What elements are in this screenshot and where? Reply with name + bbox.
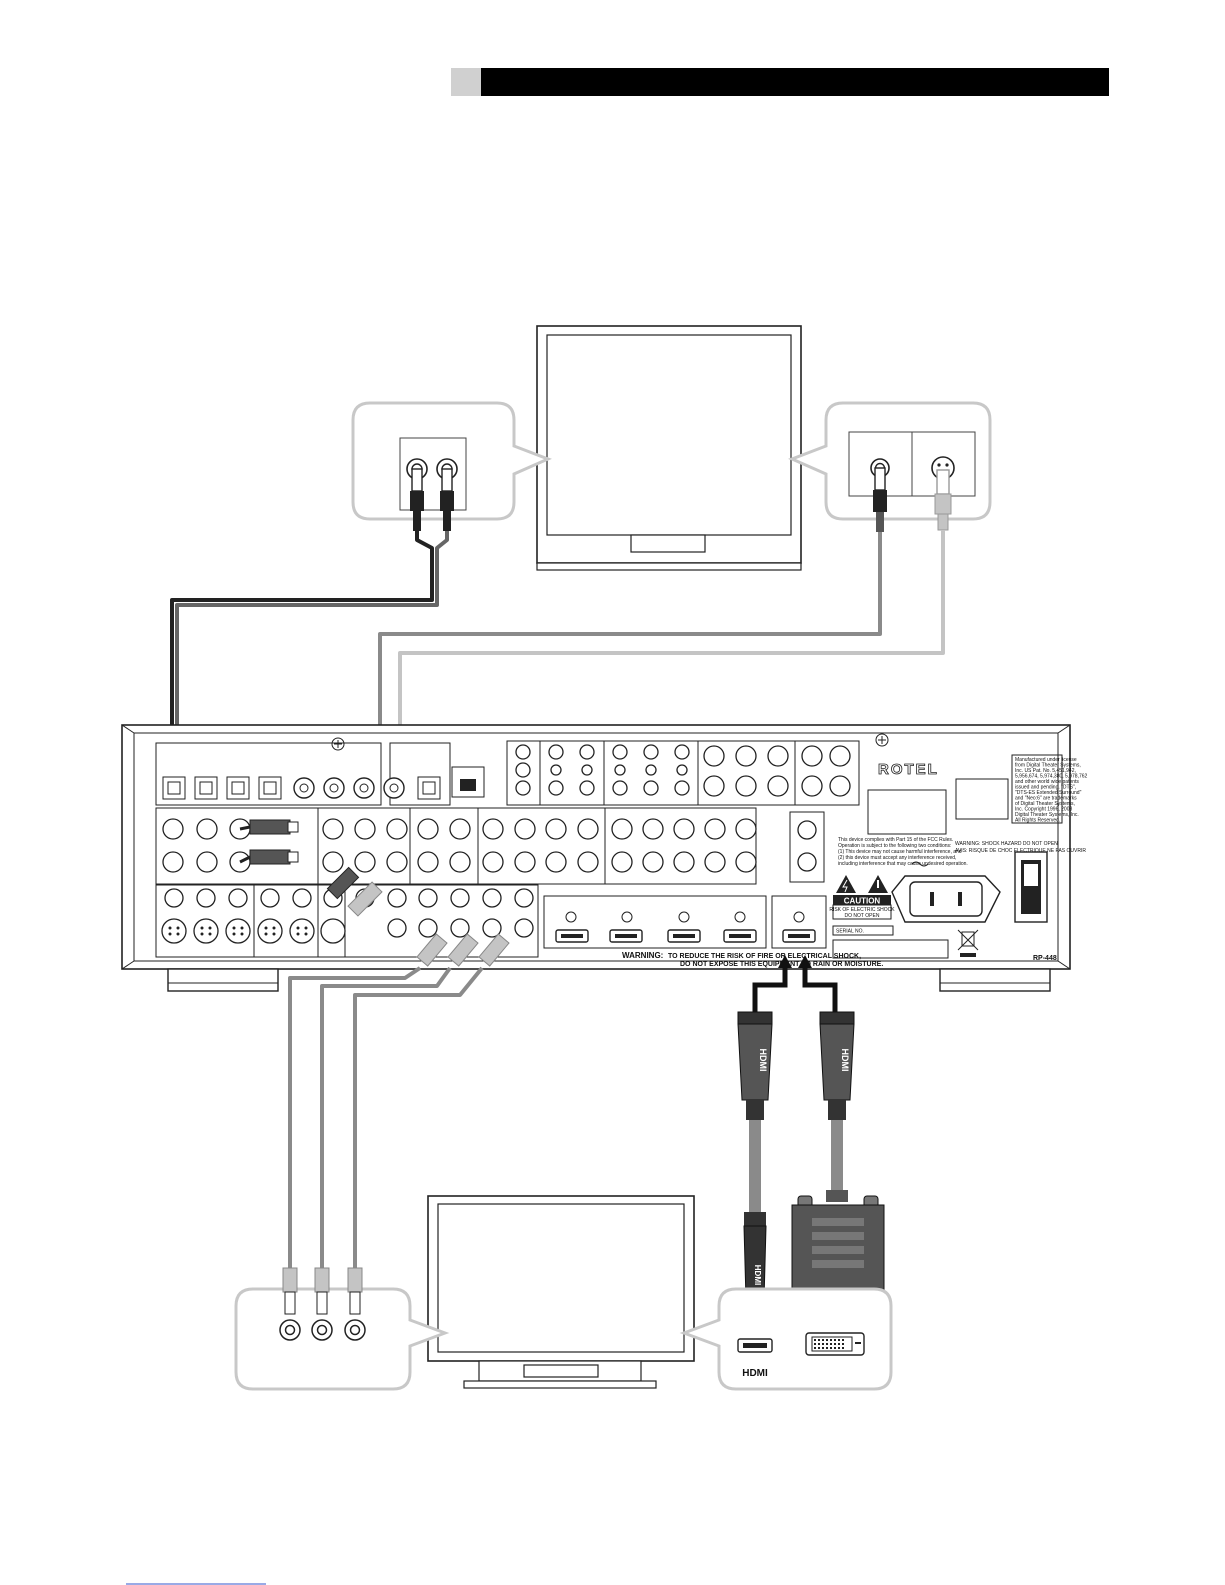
svg-text:"DTS-ES Extended Surround": "DTS-ES Extended Surround" (1015, 790, 1082, 796)
component-plugs-receiver (416, 933, 510, 967)
svg-text:Inc. US Pat. No. 5,451,942,: Inc. US Pat. No. 5,451,942, (1015, 768, 1076, 774)
rca-jack-grid-top (515, 744, 851, 797)
rca-plug-icon (282, 1267, 298, 1315)
network-port-icon (451, 766, 485, 798)
hdmi-port-label: HDMI (742, 1368, 768, 1379)
power-switch-icon (1014, 851, 1048, 923)
shock-avis: AVIS: RISQUE DE CHOC ELECTRIQUE NE PAS O… (955, 848, 1086, 854)
tv-video-input-callout (788, 401, 992, 532)
hdmi-to-dvi-cable: HDMI (791, 1011, 885, 1312)
receiver-foot-right (939, 968, 1051, 992)
svg-text:and other world wide patents: and other world wide patents (1015, 779, 1079, 785)
receiver-rear-panel: ROTEL Manufactured under license from Di… (121, 724, 1088, 992)
rca-plug-icon (347, 1267, 363, 1315)
dvi-port-icon (805, 1332, 865, 1356)
svg-text:and "Neo:6" are trademarks: and "Neo:6" are trademarks (1015, 796, 1077, 802)
s-video-plug-icon (934, 469, 952, 531)
rca-plug-icon (440, 468, 454, 531)
optical-port-icon (226, 776, 250, 800)
page-header (451, 68, 1109, 96)
caution-line-1: RISK OF ELECTRIC SHOCK (829, 907, 895, 913)
coax-jack-icon (293, 777, 315, 799)
shock-hazard-icon (836, 875, 856, 893)
coax-jack-icon (353, 777, 375, 799)
caution-title: CAUTION (844, 897, 881, 906)
optical-port-icon (258, 776, 282, 800)
svg-text:All Rights Reserved.: All Rights Reserved. (1015, 818, 1060, 824)
screw-icon (565, 911, 805, 923)
video-plugs-receiver (326, 866, 383, 917)
receiver-foot-left (167, 968, 279, 992)
power-inlet-icon (891, 861, 1001, 923)
top-tv (536, 325, 802, 571)
svg-text:Manufactured under license: Manufactured under license (1015, 757, 1077, 763)
hdmi-cable-label: HDMI (758, 1049, 768, 1072)
hdmi-output-port-icon (782, 929, 816, 943)
s-video-port-row (161, 918, 346, 944)
hdmi-cable-label: HDMI (840, 1049, 850, 1072)
fcc-notice: This device complies with Part 15 of the… (838, 837, 968, 867)
coax-jack-icon (323, 777, 345, 799)
coax-jack-icon (383, 777, 405, 799)
svg-text:from Digital Theater Systems,: from Digital Theater Systems, (1015, 763, 1081, 769)
serial-label: SERIAL NO. (836, 929, 864, 935)
svg-text:of Digital Theater Systems,: of Digital Theater Systems, (1015, 801, 1075, 807)
warning-label: WARNING: (622, 951, 663, 960)
hdmi-port-icon (667, 929, 701, 943)
optical-port-icon (194, 776, 218, 800)
hdmi-cable-left: HDMI HDMI (737, 1011, 773, 1323)
dts-license-text: Manufactured under license from Digital … (1015, 757, 1088, 824)
rca-plug-icon (314, 1267, 330, 1315)
warning-line-1: TO REDUCE THE RISK OF FIRE OR ELECTRICAL… (668, 953, 861, 960)
svg-text:issued and pending. "DTS",: issued and pending. "DTS", (1015, 785, 1076, 791)
rca-plug-icon (410, 468, 424, 531)
svg-text:(2) this device must accept an: (2) this device must accept any interfer… (838, 855, 956, 861)
screw-icon (875, 733, 889, 747)
svg-text:(1) This device may not cause: (1) This device may not cause harmful in… (838, 849, 962, 855)
hdmi-arrows (752, 955, 838, 1012)
svg-text:including interference that ma: including interference that may cause un… (838, 861, 968, 867)
model-number: RP-448 (1033, 955, 1057, 962)
tv-digital-input-callout: HDMI (679, 1287, 893, 1391)
caution-line-2: DO NOT OPEN (845, 913, 880, 919)
svg-text:Operation is subject to the fo: Operation is subject to the following tw… (838, 843, 951, 849)
hdmi-port-icon (723, 929, 757, 943)
weee-recycle-icon (957, 929, 979, 957)
exclamation-icon (868, 875, 888, 893)
optical-port-icon (417, 776, 441, 800)
hdmi-port-icon (555, 929, 589, 943)
svg-text:This device complies with Part: This device complies with Part 15 of the… (838, 837, 953, 843)
brand-logo: ROTEL (878, 761, 939, 778)
header-bar (481, 68, 1109, 96)
rca-jack-icon (279, 1319, 366, 1341)
optical-port-icon (162, 776, 186, 800)
svg-text:5,956,674, 5,974,380, 5,978,76: 5,956,674, 5,974,380, 5,978,762 (1015, 774, 1088, 780)
hdmi-port-icon (609, 929, 643, 943)
bottom-tv (427, 1195, 695, 1389)
hdmi-cable-label: HDMI (753, 1265, 762, 1285)
rca-jack-grid-middle (162, 818, 817, 873)
svg-text:Inc. Copyright 1996, 2003: Inc. Copyright 1996, 2003 (1015, 807, 1072, 813)
screw-icon (331, 737, 345, 751)
audio-plugs-receiver (239, 819, 299, 865)
header-tab (451, 68, 481, 96)
hdmi-port-icon (737, 1338, 773, 1353)
component-video-cables (288, 966, 484, 1268)
tv-component-input-callout (234, 1267, 450, 1391)
tv-audio-input-callout (351, 401, 552, 531)
rca-plug-icon (873, 467, 887, 532)
svg-text:Digital Theater Systems, Inc.: Digital Theater Systems, Inc. (1015, 812, 1079, 818)
shock-warning: WARNING: SHOCK HAZARD DO NOT OPEN (955, 841, 1058, 847)
